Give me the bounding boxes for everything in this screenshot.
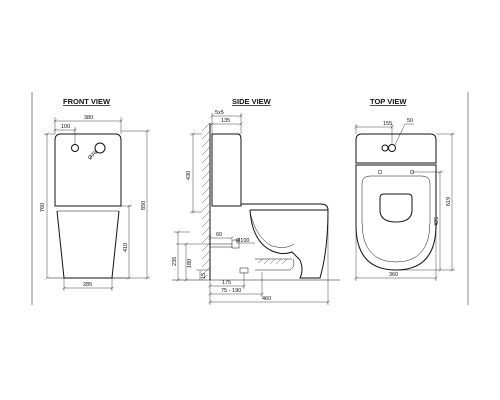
- dim-front-100: 100: [61, 124, 70, 130]
- front-view-title: FRONT VIEW: [63, 97, 111, 106]
- dim-side-180: 180: [187, 259, 193, 268]
- top-view: TOP VIEW 155 50 619 425: [354, 97, 455, 281]
- dim-side-430: 430: [186, 171, 192, 180]
- dim-side-460: 460: [262, 296, 271, 302]
- side-wall-hatch: [201, 122, 211, 281]
- dim-side-235: 235: [172, 257, 178, 266]
- top-hinge-left: [377, 169, 383, 175]
- side-trap-hatch: [257, 258, 288, 265]
- top-seat-outline: [361, 175, 431, 263]
- front-pedestal-outline: [56, 210, 120, 279]
- dim-front-850: 850: [141, 201, 147, 210]
- dim-side-175: 175: [222, 280, 231, 286]
- top-seat-opening: [379, 193, 413, 223]
- dim-side-15: 15: [201, 273, 207, 279]
- front-view: FRONT VIEW 380 100 Ø70 760: [40, 97, 150, 291]
- top-flush-hole-large: [388, 144, 396, 152]
- top-view-title: TOP VIEW: [370, 97, 407, 106]
- side-seat-lid: [241, 203, 329, 211]
- dim-front-380: 380: [84, 115, 93, 121]
- dim-front-285: 285: [83, 282, 92, 288]
- dim-top-425: 425: [434, 217, 440, 226]
- dim-side-60: 60: [216, 232, 222, 238]
- side-bowl-inner: [249, 211, 295, 248]
- dim-side-5x5: 5x5: [215, 110, 224, 116]
- side-view: SIDE VIEW 5x5 135 430: [172, 97, 340, 305]
- dim-front-dia70: Ø70: [87, 150, 99, 162]
- dim-top-619: 619: [446, 197, 452, 206]
- top-tank-outline: [355, 133, 437, 164]
- side-bowl-outline: [249, 209, 329, 279]
- dim-side-75-190: 75 - 190: [221, 288, 241, 294]
- side-inlet-valve: [231, 239, 240, 249]
- top-flush-hole-small: [381, 144, 389, 152]
- dim-side-dia100: Ø100: [236, 238, 249, 244]
- dim-front-410: 410: [123, 243, 129, 252]
- dim-top-155: 155: [383, 121, 392, 127]
- dim-front-760: 760: [40, 203, 46, 212]
- front-flush-hole-left: [71, 144, 79, 152]
- front-joint-line: [55, 205, 121, 212]
- dim-top-360: 360: [389, 272, 398, 278]
- front-flush-hole-right: [94, 142, 106, 154]
- dim-side-135: 135: [221, 118, 230, 124]
- side-inlet-pipe: [210, 243, 232, 248]
- front-tank-outline: [54, 133, 122, 207]
- side-view-title: SIDE VIEW: [232, 97, 272, 106]
- top-bowl-outline: [355, 164, 437, 271]
- side-tank-outline: [211, 133, 242, 207]
- side-trap-outline: [255, 258, 295, 271]
- dim-top-50: 50: [407, 118, 413, 124]
